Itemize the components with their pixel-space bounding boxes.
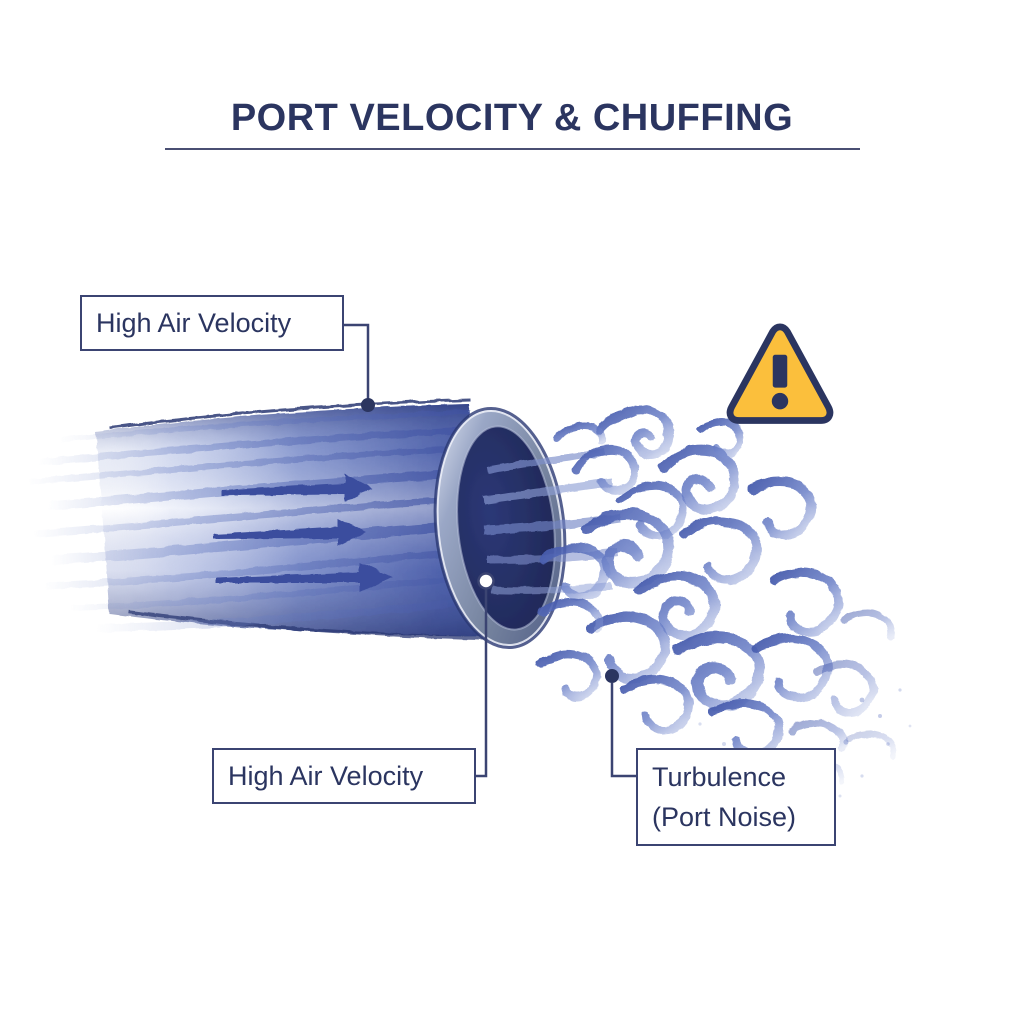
exclamation-dot (771, 392, 789, 410)
title-block: PORT VELOCITY & CHUFFING (0, 96, 1024, 140)
callout-high-air-velocity-bottom[interactable]: High Air Velocity (212, 748, 476, 804)
callout-label-line2: (Port Noise) (652, 802, 797, 832)
flow-arrow-3 (216, 562, 392, 592)
title-underline-rule (165, 148, 860, 150)
callout-label: High Air Velocity (96, 308, 292, 338)
callout-turbulence-port-noise[interactable]: Turbulence (Port Noise) (636, 748, 836, 846)
page-title: PORT VELOCITY & CHUFFING (230, 97, 794, 139)
warning-triangle-icon (726, 323, 834, 424)
flow-arrow-2 (214, 518, 366, 546)
callout-high-air-velocity-top[interactable]: High Air Velocity (80, 295, 344, 351)
flow-arrow-1 (222, 474, 372, 502)
callout-label-line1: Turbulence (652, 762, 787, 792)
flow-arrow-group (214, 474, 392, 592)
exclamation-bar (772, 354, 788, 388)
callout-label: High Air Velocity (228, 761, 424, 791)
turbulence-swirls (536, 405, 896, 785)
